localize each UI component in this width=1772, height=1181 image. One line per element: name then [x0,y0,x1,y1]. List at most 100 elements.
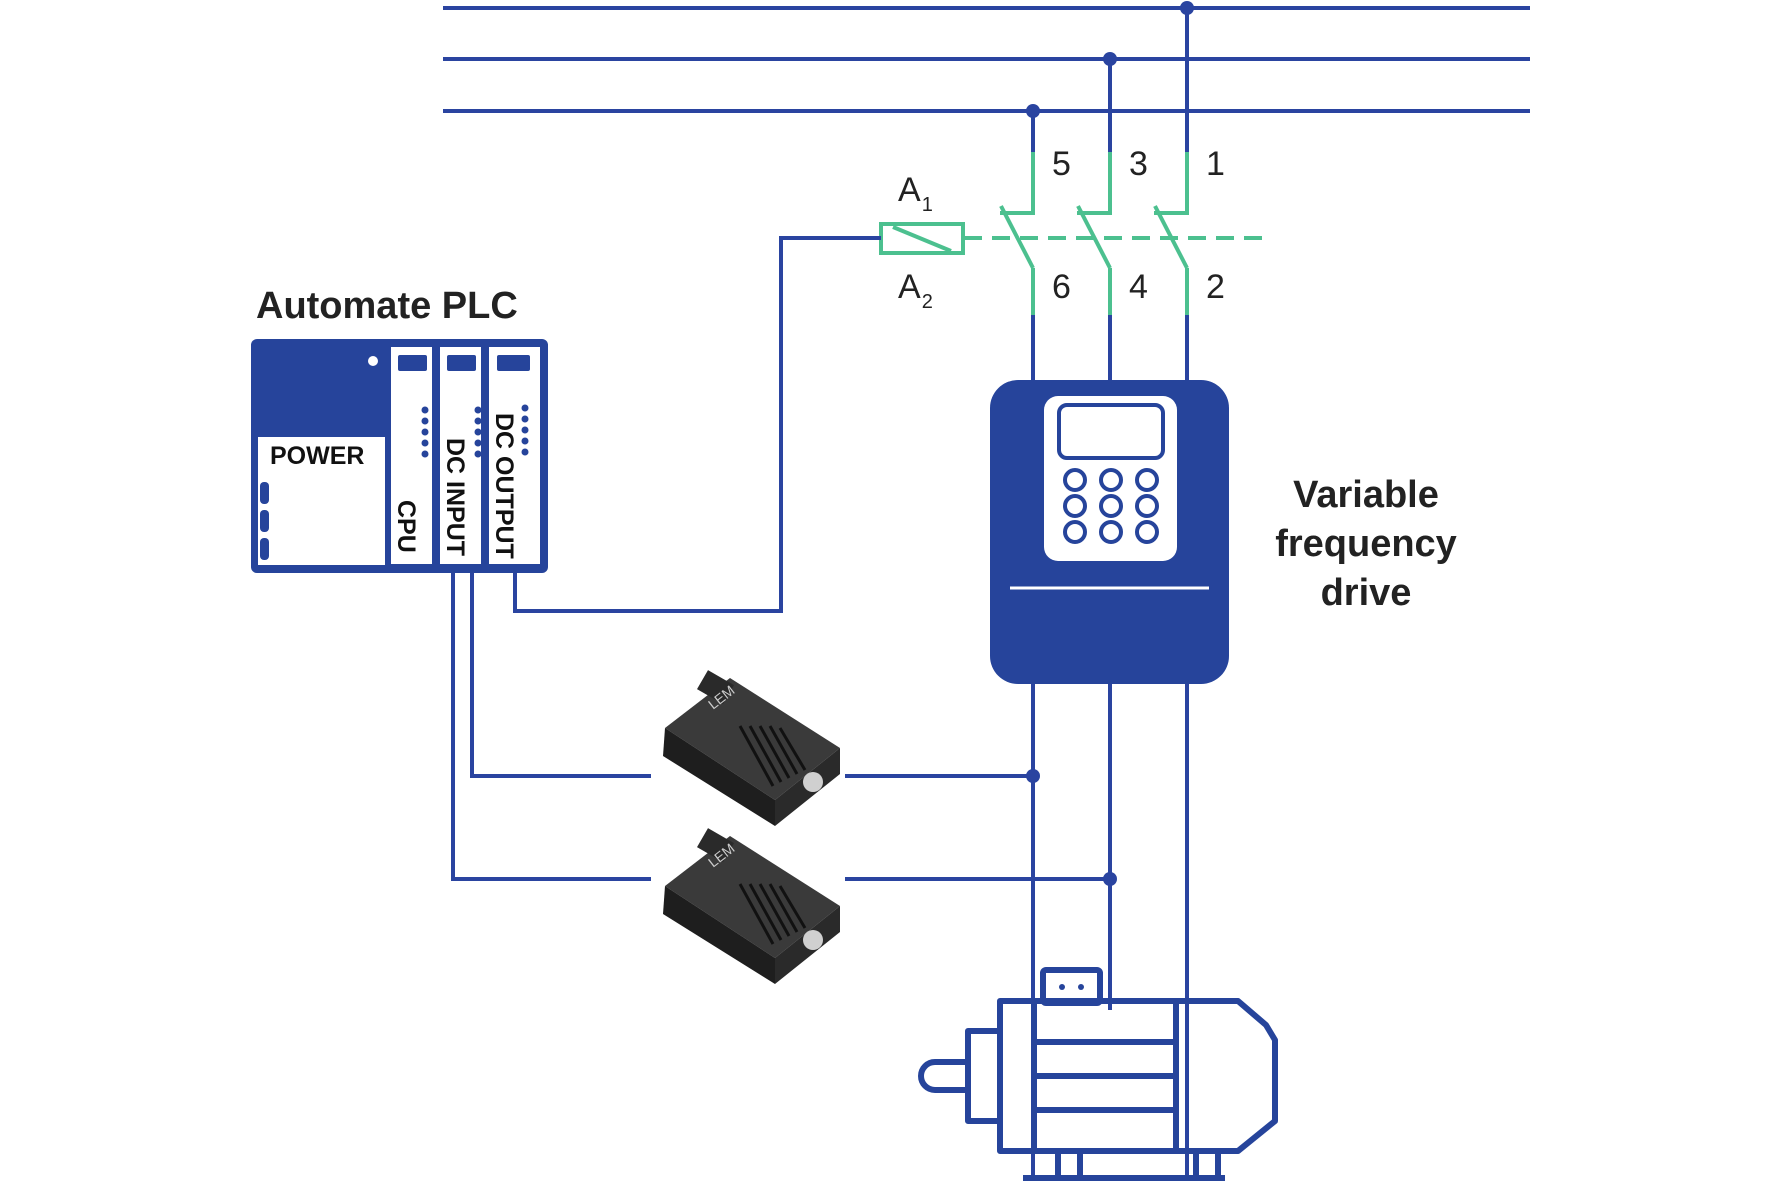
motor-foot [1055,1148,1083,1181]
sensor-fin [778,885,807,929]
plc-dc-input-indicator [447,355,476,371]
plc-dc-output-label: DC OUTPUT [490,413,518,559]
led-dot [521,426,529,434]
led-dot [521,404,529,412]
led-dot [474,439,482,447]
led-dot [421,428,429,436]
vfd-key [1063,468,1087,492]
led-dot [421,406,429,414]
led-dot [521,437,529,445]
plc-power-module [258,437,385,565]
vfd-key [1135,520,1159,544]
plc-output-to-coil-wire [513,236,881,613]
sensor-hole [803,930,823,950]
plc-dc-input-leds [474,406,482,458]
led-dot [421,450,429,458]
vfd-label-line-2: frequency [1275,523,1457,565]
coil-terminal-a1: A1 [898,171,933,216]
contactor [879,152,1262,315]
motor-terminal [1078,984,1084,990]
led-dot [474,428,482,436]
plc-cpu-label: CPU [392,500,420,553]
sensor-fins [738,883,807,945]
plc-title: Automate PLC [256,285,518,327]
sensor-fin [768,883,799,933]
vfd-label: Variable frequency drive [1275,474,1457,614]
supply-junctions [1026,1,1194,118]
current-sensor-1: LEM [663,670,840,826]
junction-dot [1103,52,1117,66]
contactor-pole-5-6-blade [999,205,1035,269]
led-dot [474,406,482,414]
sensor-body-top [665,836,840,958]
vfd-label-line-1: Variable [1293,474,1439,516]
terminal-label-bottom: 6 [1052,268,1071,306]
supply-lines [443,6,1530,152]
coil-terminal-a2: A2 [898,268,933,313]
sensor-junctions [1026,769,1117,886]
plc-power-led [260,510,269,532]
junction-dot [1103,872,1117,886]
sensor-hole [803,772,823,792]
sensor-body-side [663,886,775,984]
sensor-connector [697,670,734,705]
vfd-key [1099,468,1123,492]
sensor-body-side [663,728,775,826]
coil-terminal-a1-letter: A [898,171,921,209]
sensor-fin [748,725,783,783]
contactor-terminal-labels: 5 3 1 6 4 2 [1052,145,1225,306]
coil-terminal-a2-letter: A [898,268,921,306]
led-dot [474,450,482,458]
contactor-pole-1-2-top [1154,152,1189,215]
terminal-label-bottom: 4 [1129,268,1148,306]
plc-input-to-sensor-2-wire [451,572,651,881]
motor-feed-wires [1031,684,1189,1181]
vfd-key [1135,494,1159,518]
contactor-coil-slash [892,225,952,253]
terminal-label-top: 1 [1206,145,1225,183]
coil-labels: A1 A2 [898,171,933,313]
vfd-label-line-3: drive [1321,572,1412,614]
plc-power-led [260,482,269,504]
plc-dc-input-label: DC INPUT [441,438,469,556]
vfd [990,380,1229,684]
vfd-keypad-buttons [1063,468,1159,544]
sensor-fin [738,725,775,787]
junction-dot [1026,769,1040,783]
vfd-input-wires [1031,315,1189,382]
plc: POWER CPU DC INPUT [251,339,548,573]
plc-dc-output-module [489,347,540,564]
motor-icon [918,967,1278,1181]
motor-foot [1193,1148,1221,1181]
sensor-fin [778,727,807,771]
current-sensor-2: LEM [663,828,840,984]
sensor-fin [758,883,791,937]
sensor-connector [697,828,734,863]
plc-input-to-sensor-1-wire [470,572,651,778]
led-dot [421,417,429,425]
plc-cpu-leds [421,406,429,458]
sensor-fin [768,725,799,775]
vfd-key [1099,494,1123,518]
motor-shaft [918,1059,968,1093]
sensor-fin [738,883,775,945]
sensor-body-top [665,678,840,800]
vfd-display [1057,403,1165,460]
sensor-fin [748,883,783,941]
sensor-fin [758,725,791,779]
led-dot [474,417,482,425]
plc-dc-input-module [440,347,481,564]
led-dot [421,439,429,447]
plc-power-label: POWER [270,442,364,470]
plc-status-led [368,356,378,366]
junction-dot [1180,1,1194,15]
junction-dot [1026,104,1040,118]
motor-end-bell [965,1028,1000,1124]
coil-terminal-a1-sub: 1 [922,194,933,216]
terminal-label-top: 3 [1129,145,1148,183]
motor-terminal [1059,984,1065,990]
plc-cpu-indicator [398,355,427,371]
vfd-key [1063,520,1087,544]
vfd-key [1099,520,1123,544]
